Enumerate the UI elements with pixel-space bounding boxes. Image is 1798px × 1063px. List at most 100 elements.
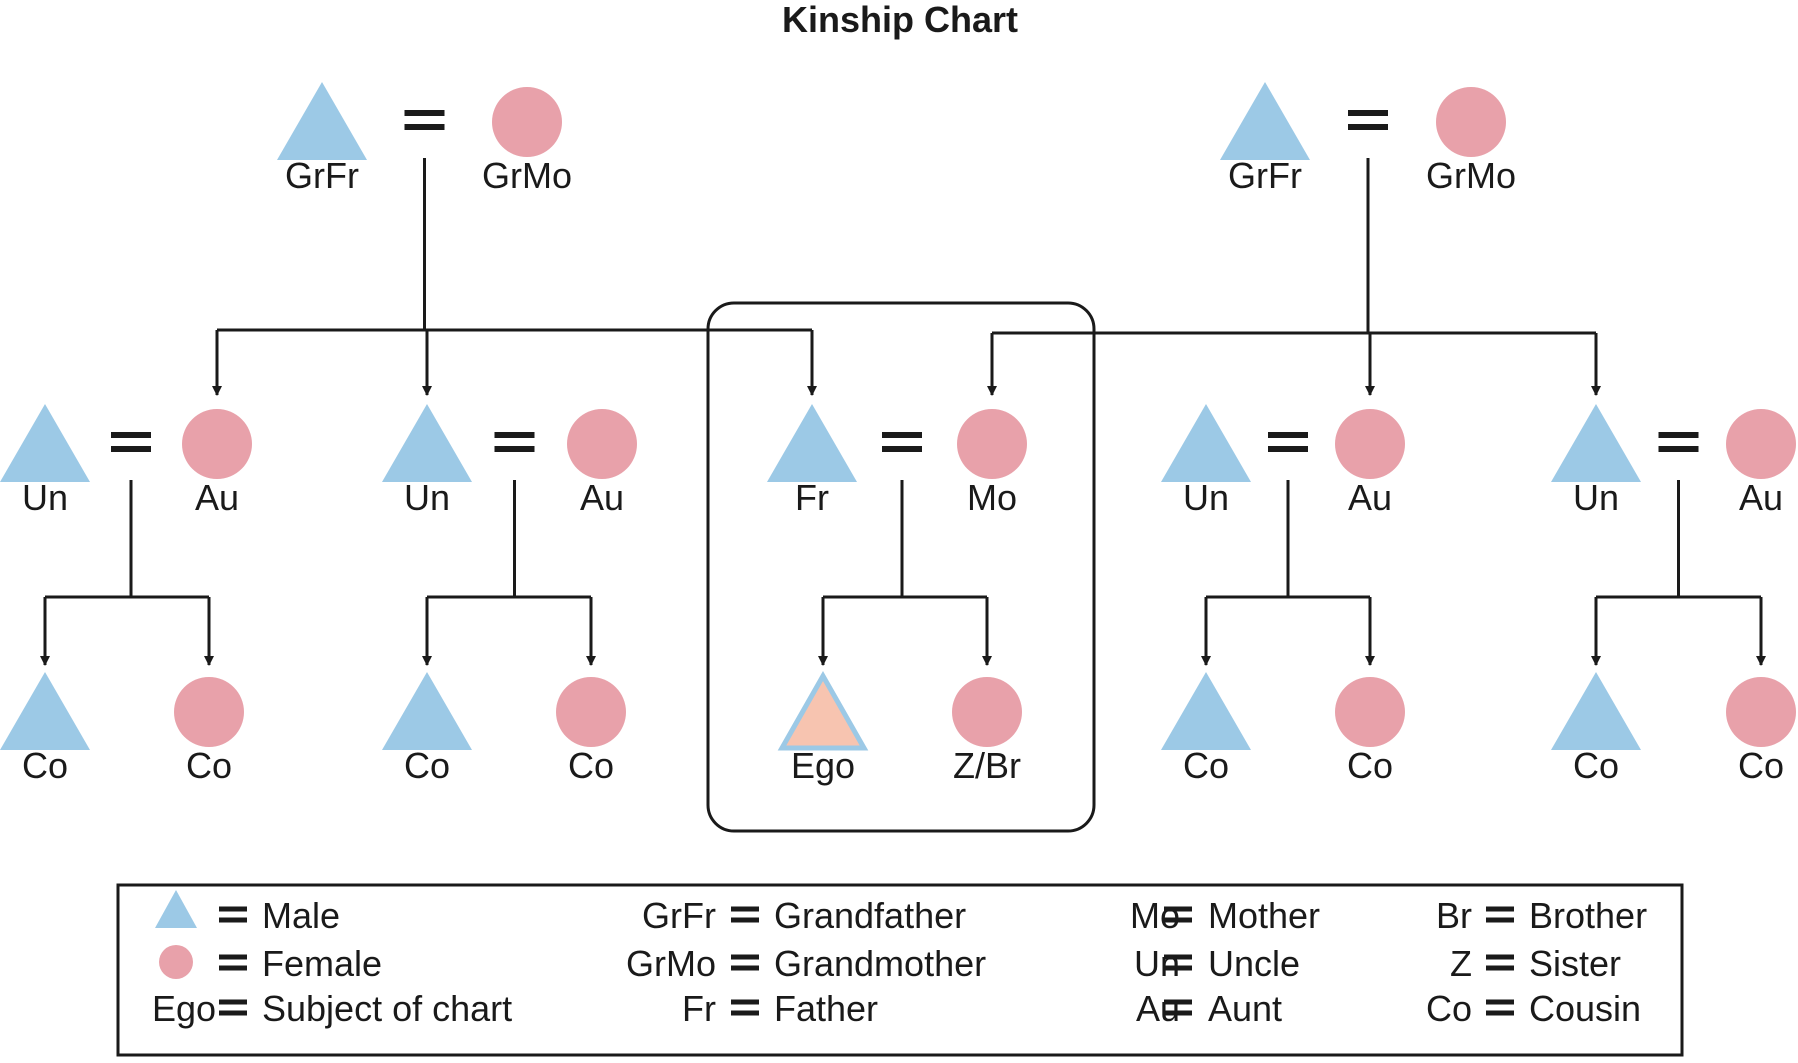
- kin-label: Fr: [795, 477, 829, 518]
- kin-label: Au: [580, 477, 624, 518]
- legend-text: GrMo: [626, 943, 716, 984]
- ego-family-highlight-box: [706, 301, 1096, 833]
- legend-text: Sister: [1529, 943, 1621, 984]
- legend-equals-icon: [731, 906, 759, 923]
- legend-female-icon: [159, 945, 193, 979]
- legend-equals-icon: [1486, 999, 1514, 1016]
- kin-label: GrFr: [1228, 155, 1302, 196]
- descent-connector: [987, 158, 1601, 396]
- legend-text: Mo: [1130, 895, 1180, 936]
- female-circle-icon: [1335, 409, 1405, 479]
- legend-text: Ego: [152, 988, 216, 1029]
- legend-text: Male: [262, 895, 340, 936]
- legend-text: Au: [1136, 988, 1180, 1029]
- female-circle-icon: [957, 409, 1027, 479]
- marriage-equals-icon: [494, 432, 535, 452]
- female-circle-icon: [182, 409, 252, 479]
- legend-text: Subject of chart: [262, 988, 512, 1029]
- legend-text: Grandfather: [774, 895, 966, 936]
- kin-node-pgf: GrFr: [277, 82, 367, 196]
- kin-label: Mo: [967, 477, 1017, 518]
- legend-equals-icon: [1164, 954, 1192, 971]
- kin-node-au2: Au: [567, 409, 637, 518]
- female-circle-icon: [1726, 677, 1796, 747]
- kin-node-co8: Co: [1726, 677, 1796, 786]
- marriage-equals-icon: [1268, 432, 1308, 452]
- legend-text: Grandmother: [774, 943, 986, 984]
- marriage-equals-icon: [404, 110, 445, 130]
- connector-lines: [40, 110, 1766, 666]
- legend-equals-icon: [731, 954, 759, 971]
- kin-node-ego: Ego: [777, 670, 869, 786]
- male-triangle-icon: [1161, 672, 1251, 750]
- legend-text: Z: [1450, 943, 1472, 984]
- male-triangle-icon: [767, 404, 857, 482]
- marriage-equals-icon: [1658, 432, 1699, 452]
- kin-label: Co: [22, 745, 68, 786]
- kin-label: Co: [1738, 745, 1784, 786]
- kin-node-zbr: Z/Br: [952, 677, 1022, 786]
- legend-text: Brother: [1529, 895, 1647, 936]
- kin-node-pgm: GrMo: [482, 87, 572, 196]
- ego-triangle-icon: [777, 670, 869, 751]
- kin-label: Un: [22, 477, 68, 518]
- kin-node-au4: Au: [1726, 409, 1796, 518]
- legend-text: GrFr: [642, 895, 716, 936]
- descent-connector: [40, 480, 214, 666]
- legend-text: Female: [262, 943, 382, 984]
- kin-node-fr: Fr: [767, 404, 857, 518]
- legend-equals-icon: [1486, 954, 1514, 971]
- male-triangle-icon: [1161, 404, 1251, 482]
- male-triangle-icon: [277, 82, 367, 160]
- marriage-equals-icon: [1348, 110, 1388, 130]
- legend-text: Father: [774, 988, 878, 1029]
- kin-label: Ego: [791, 745, 855, 786]
- legend-text: Mother: [1208, 895, 1320, 936]
- kin-label: Co: [1347, 745, 1393, 786]
- kin-label: GrMo: [482, 155, 572, 196]
- chart-title: Kinship Chart: [782, 0, 1018, 40]
- legend-equals-icon: [1486, 906, 1514, 923]
- male-triangle-icon: [1551, 404, 1641, 482]
- kin-label: Au: [195, 477, 239, 518]
- descent-connector: [212, 158, 817, 396]
- kin-node-un4: Un: [1551, 404, 1641, 518]
- descent-connector: [1201, 480, 1375, 666]
- kin-node-co7: Co: [1551, 672, 1641, 786]
- kin-node-un1: Un: [0, 404, 90, 518]
- descent-connector: [1591, 480, 1766, 666]
- female-circle-icon: [556, 677, 626, 747]
- male-triangle-icon: [382, 672, 472, 750]
- kin-node-co2: Co: [174, 677, 244, 786]
- legend-text: Co: [1426, 988, 1472, 1029]
- kin-label: Un: [1573, 477, 1619, 518]
- female-circle-icon: [1436, 87, 1506, 157]
- legend-equals-icon: [731, 999, 759, 1016]
- descent-connector: [422, 480, 596, 666]
- male-triangle-icon: [1551, 672, 1641, 750]
- kin-label: Co: [1183, 745, 1229, 786]
- male-triangle-icon: [0, 672, 90, 750]
- legend-equals-icon: [1164, 999, 1192, 1016]
- kin-label: Au: [1739, 477, 1783, 518]
- kin-node-co5: Co: [1161, 672, 1251, 786]
- female-circle-icon: [567, 409, 637, 479]
- kin-label: Co: [568, 745, 614, 786]
- legend-text: Cousin: [1529, 988, 1641, 1029]
- kin-node-co4: Co: [556, 677, 626, 786]
- kin-label: Un: [1183, 477, 1229, 518]
- legend-text: Uncle: [1208, 943, 1300, 984]
- marriage-equals-icon: [111, 432, 151, 452]
- male-triangle-icon: [0, 404, 90, 482]
- legend-box: [116, 883, 1684, 1057]
- legend-text: Un: [1134, 943, 1180, 984]
- kin-label: Au: [1348, 477, 1392, 518]
- kin-label: GrMo: [1426, 155, 1516, 196]
- female-circle-icon: [174, 677, 244, 747]
- legend-equals-icon: [219, 906, 247, 923]
- legend-text: Fr: [682, 988, 716, 1029]
